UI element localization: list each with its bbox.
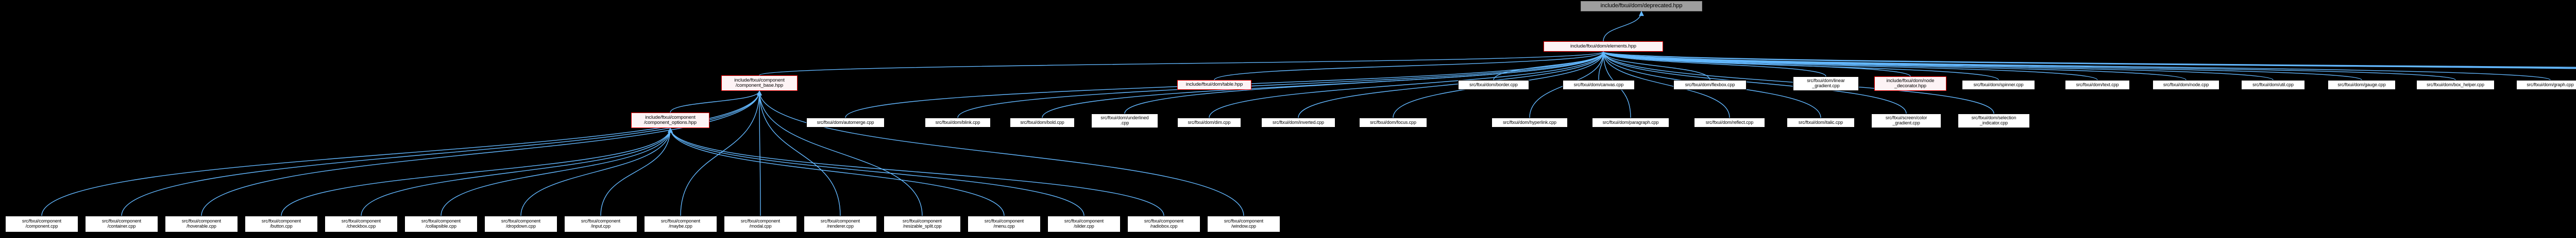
graph-node-c_resizable[interactable]: src/ftxui/component /resizable_split.cpp: [884, 216, 961, 232]
graph-node-c_slider[interactable]: src/ftxui/component /slider.cpp: [1047, 216, 1121, 232]
graph-edge: [1601, 51, 2098, 81]
graph-node-c_dropdown[interactable]: src/ftxui/component /dropdown.cpp: [484, 216, 557, 232]
graph-node-flexbox_cpp[interactable]: src/ftxui/dom/flexbox.cpp: [1673, 80, 1747, 90]
graph-node-paragraph2_cpp[interactable]: src/ftxui/dom/paragraph.cpp: [1592, 118, 1669, 128]
graph-edge: [1603, 11, 1644, 42]
graph-edge: [1601, 51, 1907, 114]
graph-node-c_window[interactable]: src/ftxui/component /window.cpp: [1207, 216, 1280, 232]
graph-edge: [1601, 51, 2274, 81]
graph-node-color_cpp[interactable]: src/ftxui/dom/focus.cpp: [1359, 118, 1427, 128]
graph-node-c_container[interactable]: src/ftxui/component /container.cpp: [85, 216, 158, 232]
graph-node-node_cpp[interactable]: src/ftxui/dom/node.cpp: [2153, 80, 2219, 90]
graph-node-dim_cpp[interactable]: src/ftxui/dom/dim.cpp: [1177, 118, 1241, 128]
graph-node-c_maybe[interactable]: src/ftxui/component /maybe.cpp: [644, 216, 717, 232]
graph-node-c_menu[interactable]: src/ftxui/component /menu.cpp: [968, 216, 1041, 232]
graph-node-root[interactable]: include/ftxui/dom/deprecated.hpp: [1581, 1, 1702, 11]
graph-edge: [757, 90, 1244, 216]
graph-edge: [1601, 51, 2362, 81]
graph-node-c_checkbox[interactable]: src/ftxui/component /checkbox.cpp: [325, 216, 398, 232]
graph-node-table[interactable]: include/ftxui/dom/table.hpp: [1177, 80, 1251, 90]
graph-node-table_cpp[interactable]: include/ftxui/dom/node _decorator.hpp: [1874, 76, 1946, 91]
graph-node-comp_options[interactable]: include/ftxui/component /component_optio…: [631, 113, 709, 128]
graph-node-automerge_cpp[interactable]: src/ftxui/dom/automerge.cpp: [806, 118, 885, 128]
graph-edge: [759, 51, 1606, 76]
graph-node-linear_grad[interactable]: src/ftxui/dom/linear _gradient.cpp: [1793, 76, 1859, 91]
graph-edge: [680, 90, 762, 216]
graph-edge: [1601, 51, 1826, 77]
graph-edge: [1124, 51, 1606, 114]
graph-edge: [361, 128, 673, 216]
graph-node-c_modal[interactable]: src/ftxui/component /modal.cpp: [724, 216, 797, 232]
graph-edge: [757, 90, 762, 216]
graph-edge: [121, 90, 762, 216]
graph-node-inverted_cpp[interactable]: src/ftxui/dom/inverted.cpp: [1261, 118, 1335, 128]
graph-edge: [670, 90, 762, 113]
graph-node-c_input[interactable]: src/ftxui/component /input.cpp: [564, 216, 637, 232]
graph-node-reflect_cpp[interactable]: src/ftxui/dom/reflect.cpp: [1694, 118, 1765, 128]
graph-edge: [668, 128, 1005, 216]
graph-edge: [757, 90, 841, 216]
graph-node-c_radiobox[interactable]: src/ftxui/component /radiobox.cpp: [1127, 216, 1200, 232]
graph-node-border_cpp[interactable]: src/ftxui/dom/border.cpp: [1458, 80, 1529, 90]
graph-node-elements[interactable]: include/ftxui/dom/elements.hpp: [1544, 41, 1663, 52]
graph-edge: [440, 128, 673, 216]
graph-node-paragraph_cpp[interactable]: src/ftxui/dom/spinner.cpp: [1962, 80, 2035, 90]
graph-node-selection_cpp[interactable]: src/ftxui/dom/selection _indicator.cpp: [1958, 114, 2030, 128]
graph-edge: [1601, 51, 2187, 81]
graph-node-box_helper[interactable]: src/ftxui/dom/box_helper.cpp: [2416, 80, 2495, 90]
graph-node-blink_cpp[interactable]: src/ftxui/dom/blink.cpp: [925, 118, 991, 128]
graph-edge: [1209, 51, 1606, 118]
graph-edge: [957, 51, 1606, 118]
graph-edge: [281, 128, 673, 216]
graph-edge: [600, 128, 673, 216]
graph-node-util_cpp[interactable]: src/ftxui/dom/util.cpp: [2241, 80, 2305, 90]
graph-edge: [1601, 51, 2551, 81]
graph-edge: [41, 90, 762, 216]
graph-node-underlined_cpp[interactable]: src/ftxui/dom/underlined .cpp: [1091, 114, 1158, 128]
graph-edge: [520, 128, 673, 216]
graph-node-comp_base[interactable]: include/ftxui/component /component_base.…: [721, 75, 798, 91]
graph-node-c_renderer[interactable]: src/ftxui/component /renderer.cpp: [804, 216, 877, 232]
graph-edge: [1601, 51, 1730, 118]
graph-node-linear_grad2[interactable]: src/ftxui/screen/color _gradient.cpp: [1871, 114, 1941, 128]
graph-node-c_component[interactable]: src/ftxui/component /component.cpp: [5, 216, 78, 232]
graph-node-c_button[interactable]: src/ftxui/component /button.cpp: [245, 216, 318, 232]
graph-node-gauge_cpp[interactable]: src/ftxui/dom/gauge.cpp: [2328, 80, 2396, 90]
graph-edge: [668, 128, 1164, 216]
graph-node-bold_cpp[interactable]: src/ftxui/dom/bold.cpp: [1010, 118, 1075, 128]
graph-node-graph_cpp[interactable]: src/ftxui/dom/graph.cpp: [2516, 80, 2576, 90]
graph-edge: [1601, 51, 1710, 81]
graph-edge: [1601, 51, 2576, 68]
graph-edge: [757, 90, 923, 216]
graph-edge: [201, 90, 762, 216]
graph-node-c_collapsible[interactable]: src/ftxui/component /collapsible.cpp: [404, 216, 478, 232]
graph-node-c_hoverable[interactable]: src/ftxui/component /hoverable.cpp: [165, 216, 238, 232]
graph-edge: [1214, 51, 1606, 81]
graph-edge: [1298, 51, 1606, 118]
graph-node-text_cpp[interactable]: src/ftxui/dom/text.cpp: [2065, 80, 2130, 90]
graph-edge: [1601, 51, 1999, 81]
graph-edge: [668, 128, 1084, 216]
graph-node-strikethrough[interactable]: src/ftxui/dom/italic.cpp: [1787, 118, 1855, 128]
graph-node-hyperlink_cpp[interactable]: src/ftxui/dom/hyperlink.cpp: [1492, 118, 1568, 128]
graph-node-canvas_cpp[interactable]: src/ftxui/dom/canvas.cpp: [1563, 80, 1635, 90]
